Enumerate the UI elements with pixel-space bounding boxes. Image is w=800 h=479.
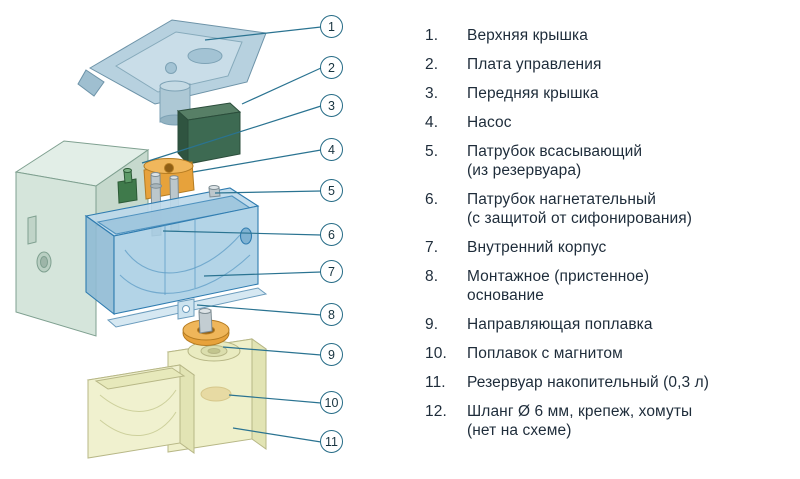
callout-6: 6 <box>320 223 343 246</box>
legend-item-text: Монтажное (пристенное) основание <box>467 268 650 304</box>
leader-lines <box>141 26 322 443</box>
legend-item-number: 1. <box>425 27 439 44</box>
legend-item-number: 5. <box>425 143 439 160</box>
legend-item-text: Патрубок нагнетательный (с защитой от си… <box>467 191 693 227</box>
control-board-part <box>176 102 242 166</box>
legend-item-text: Шланг Ø 6 мм, крепеж, хомуты (нет на схе… <box>467 403 693 439</box>
callout-9: 9 <box>320 343 343 366</box>
legend-item-number: 4. <box>425 114 439 131</box>
legend-item: 6. Патрубок нагнетательный (с защитой от… <box>425 190 795 228</box>
legend-item-number: 9. <box>425 316 439 333</box>
legend-item-text: Насос <box>467 114 512 131</box>
callout-7: 7 <box>320 260 343 283</box>
legend-item-number: 11. <box>425 374 446 391</box>
legend-item-text: Передняя крышка <box>467 85 599 102</box>
legend-item-number: 6. <box>425 191 439 208</box>
pump-part <box>143 158 195 200</box>
legend-item: 12. Шланг Ø 6 мм, крепеж, хомуты (нет на… <box>425 402 795 440</box>
float-guide-part <box>198 308 213 334</box>
mounting-base-part <box>106 287 268 328</box>
legend-item-text: Плата управления <box>467 56 602 73</box>
legend-item-number: 2. <box>425 56 439 73</box>
callout-3: 3 <box>320 94 343 117</box>
legend-item-text: Внутренний корпус <box>467 239 607 256</box>
legend-item-number: 10. <box>425 345 447 362</box>
legend-item: 11. Резервуар накопительный (0,3 л) <box>425 373 795 392</box>
legend-item: 4. Насос <box>425 113 795 132</box>
legend-item: 1. Верхняя крышка <box>425 26 795 45</box>
callout-4: 4 <box>320 138 343 161</box>
legend-item-text: Верхняя крышка <box>467 27 588 44</box>
callout-1: 1 <box>320 15 343 38</box>
legend-item-number: 12. <box>425 403 447 420</box>
legend-item-text: Резервуар накопительный (0,3 л) <box>467 374 710 391</box>
legend-item: 9. Направляющая поплавка <box>425 315 795 334</box>
legend-item-text: Патрубок всасывающий (из резервуара) <box>467 143 643 179</box>
legend-item-text: Поплавок с магнитом <box>467 345 623 362</box>
callout-2: 2 <box>320 56 343 79</box>
callout-5: 5 <box>320 179 343 202</box>
legend-item: 3. Передняя крышка <box>425 84 795 103</box>
legend-item-number: 7. <box>425 239 439 256</box>
legend-item: 10. Поплавок с магнитом <box>425 344 795 363</box>
legend-item-number: 8. <box>425 268 439 285</box>
reservoir-part <box>86 338 268 459</box>
callout-10: 10 <box>320 391 343 414</box>
callout-11: 11 <box>320 430 343 453</box>
legend-item: 8. Монтажное (пристенное) основание <box>425 267 795 305</box>
legend-item: 5. Патрубок всасывающий (из резервуара) <box>425 142 795 180</box>
exploded-diagram <box>14 19 322 459</box>
callout-8: 8 <box>320 303 343 326</box>
legend-item: 2. Плата управления <box>425 55 795 74</box>
suction-pipe-part <box>208 185 221 198</box>
legend-item-number: 3. <box>425 85 439 102</box>
legend-item-text: Направляющая поплавка <box>467 316 653 333</box>
parts-legend: 1. Верхняя крышка 2. Плата управления 3.… <box>425 26 795 450</box>
legend-item: 7. Внутренний корпус <box>425 238 795 257</box>
